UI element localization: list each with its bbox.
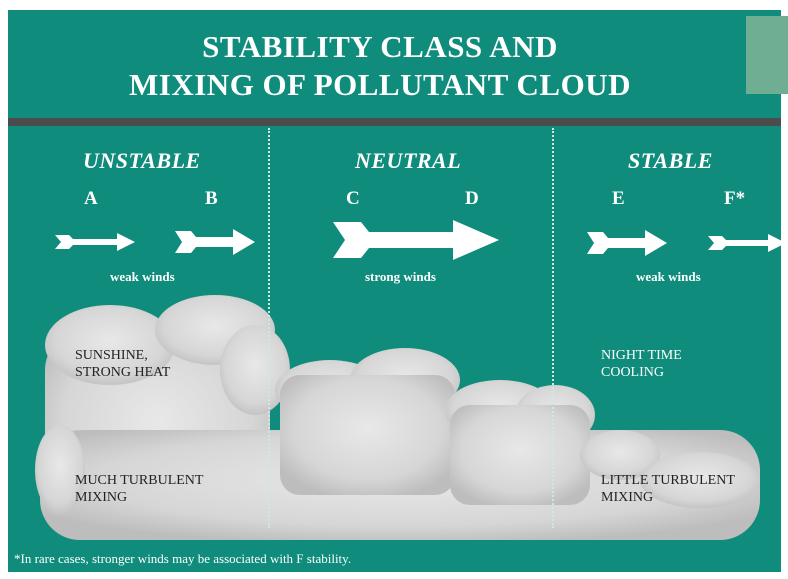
heading-neutral: NEUTRAL xyxy=(355,148,462,173)
footnote: *In rare cases, stronger winds may be as… xyxy=(14,551,352,566)
divider-2 xyxy=(552,128,554,528)
class-letter-f: F* xyxy=(724,188,746,209)
title-rule xyxy=(8,118,781,126)
label-line: SUNSHINE, xyxy=(75,348,148,363)
heading-stable: STABLE xyxy=(628,148,713,173)
class-letter-b: B xyxy=(205,188,218,209)
label-night-time-cooling: NIGHT TIME COOLING xyxy=(601,347,682,381)
label-sunshine-strong-heat: SUNSHINE, STRONG HEAT xyxy=(75,347,170,381)
label-line: MIXING xyxy=(75,490,128,505)
label-line: MIXING xyxy=(601,490,654,505)
slide-title: STABILITY CLASS AND MIXING OF POLLUTANT … xyxy=(60,28,700,104)
heading-unstable: UNSTABLE xyxy=(83,148,201,173)
class-letter-a: A xyxy=(84,188,98,209)
wind-arrow-b xyxy=(175,229,255,255)
wind-arrow-e xyxy=(587,230,667,256)
wind-arrow-strong xyxy=(333,220,499,260)
wind-arrow-a xyxy=(55,233,135,251)
title-line-2: MIXING OF POLLUTANT CLOUD xyxy=(129,67,631,102)
class-letter-e: E xyxy=(612,188,625,209)
wind-label-weak-left: weak winds xyxy=(110,269,175,284)
label-line: MUCH TURBULENT xyxy=(75,473,204,488)
label-much-turbulent-mixing: MUCH TURBULENT MIXING xyxy=(75,472,203,506)
label-line: STRONG HEAT xyxy=(75,365,171,380)
corner-accent-box xyxy=(746,16,788,94)
class-letter-c: C xyxy=(346,188,360,209)
label-line: NIGHT TIME xyxy=(601,348,682,363)
label-line: LITTLE TURBULENT xyxy=(601,473,735,488)
label-line: COOLING xyxy=(601,365,664,380)
wind-label-strong: strong winds xyxy=(365,269,436,284)
class-letter-d: D xyxy=(465,188,479,209)
divider-1 xyxy=(268,128,270,528)
label-little-turbulent-mixing: LITTLE TURBULENT MIXING xyxy=(601,472,735,506)
wind-arrow-f xyxy=(708,234,786,252)
title-line-1: STABILITY CLASS AND xyxy=(202,29,558,64)
wind-label-weak-right: weak winds xyxy=(636,269,701,284)
